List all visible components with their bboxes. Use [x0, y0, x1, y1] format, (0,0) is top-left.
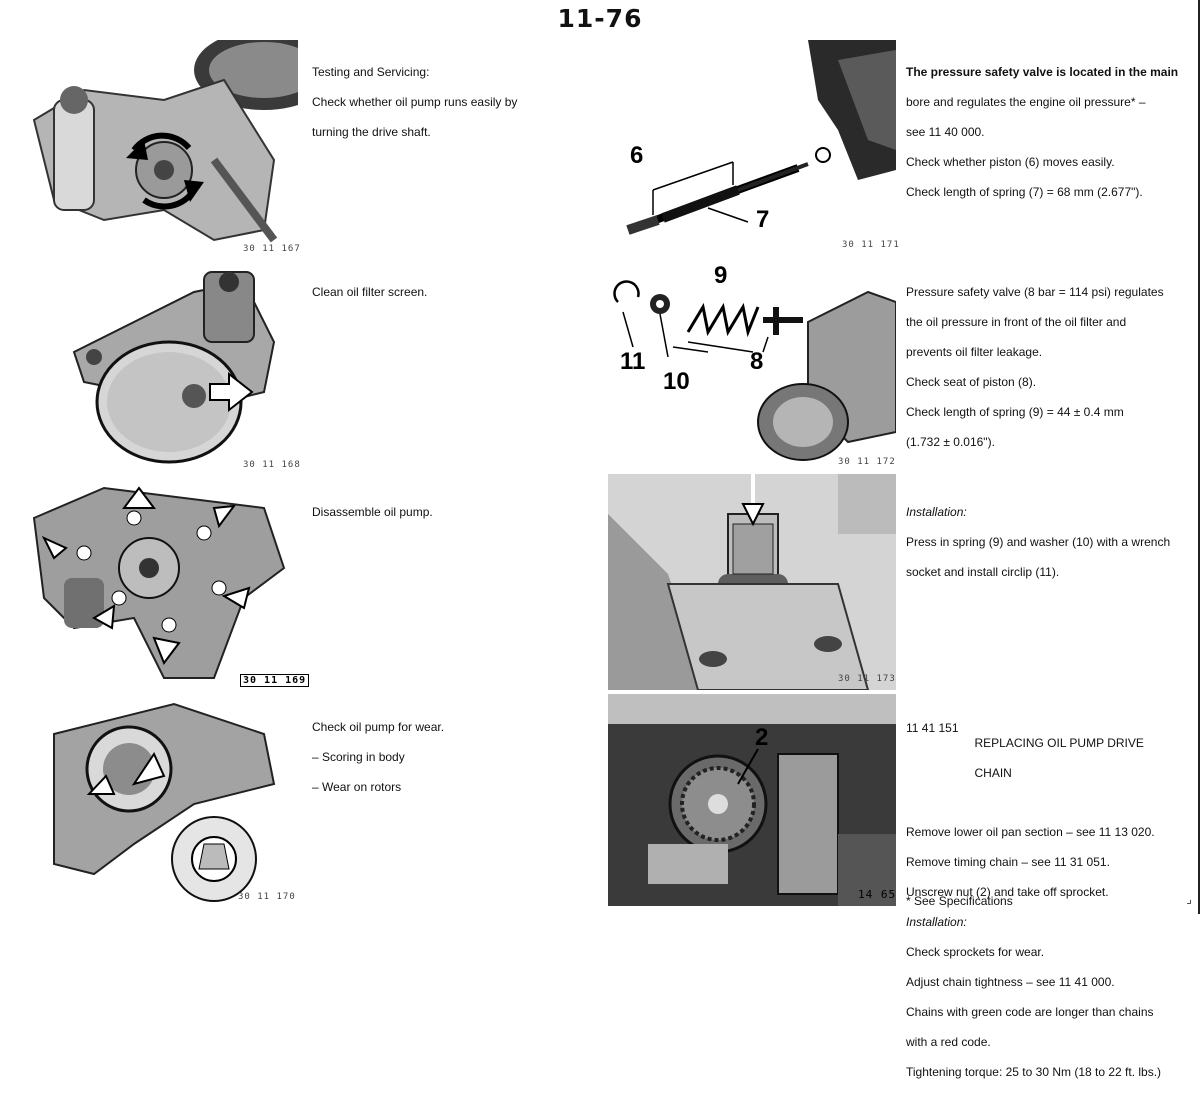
text-line: Tightening torque: 25 to 30 Nm (18 to 22… — [906, 1065, 1162, 1079]
text-line: Check whether piston (6) moves easily. — [906, 155, 1115, 169]
text-line: prevents oil filter leakage. — [906, 345, 1043, 359]
callout-6: 6 — [630, 142, 644, 169]
text-block: Pressure safety valve (8 bar = 114 psi) … — [906, 270, 1192, 465]
text-line: Remove timing chain – see 11 31 051. — [906, 855, 1110, 869]
text-line: turning the drive shaft. — [312, 125, 431, 139]
text-line: Check whether oil pump runs easily by — [312, 95, 518, 109]
text-line: – Scoring in body — [312, 750, 405, 764]
text-block: Installation: Press in spring (9) and wa… — [906, 490, 1196, 595]
callout-8: 8 — [750, 348, 764, 375]
text-line: Check seat of piston (8). — [906, 375, 1037, 389]
text-block: Disassemble oil pump. — [312, 490, 562, 535]
text-line: Remove lower oil pan section – see 11 13… — [906, 825, 1155, 839]
photo-install-spring-washer — [608, 474, 896, 690]
section-title-line: REPLACING OIL PUMP DRIVE — [974, 736, 1144, 750]
text-line: Adjust chain tightness – see 11 41 000. — [906, 975, 1115, 989]
figure-number: 14 65 — [858, 888, 897, 901]
page-corner-mark: ⌟ — [1186, 892, 1192, 906]
text-line: Check length of spring (9) = 44 ± 0.4 mm — [906, 405, 1124, 419]
callout-2: 2 — [755, 724, 769, 751]
text-line: Unscrew nut (2) and take off sprocket. — [906, 885, 1109, 899]
page-edge-rule — [1198, 0, 1200, 914]
installation-subhead: Installation: — [906, 505, 967, 519]
callout-10: 10 — [663, 368, 690, 395]
photo-oil-filter-screen — [14, 262, 298, 472]
text-line: Check sprockets for wear. — [906, 945, 1045, 959]
text-line: Check length of spring (7) = 68 mm (2.67… — [906, 185, 1143, 199]
text-line: Clean oil filter screen. — [312, 285, 428, 299]
text-line: with a red code. — [906, 1035, 991, 1049]
photo-disassemble-oil-pump — [14, 478, 298, 690]
text-line: Disassemble oil pump. — [312, 505, 433, 519]
text-line: The pressure safety valve is located in … — [906, 65, 1179, 79]
text-line: Pressure safety valve (8 bar = 114 psi) … — [906, 285, 1164, 299]
photo-oil-pump-drive-shaft — [14, 40, 298, 258]
text-line: the oil pressure in front of the oil fil… — [906, 315, 1127, 329]
figure-number: 30 11 168 — [243, 460, 301, 470]
figure-number: 30 11 172 — [838, 457, 896, 467]
figure-number: 30 11 167 — [243, 244, 301, 254]
callout-11: 11 — [620, 348, 646, 375]
section-code: 11 41 151 — [906, 721, 959, 735]
section-heading: 11 41 151 REPLACING OIL PUMP DRIVE CHAIN — [906, 721, 1196, 781]
page-number: 11-76 — [557, 4, 643, 33]
text-block: Clean oil filter screen. — [312, 270, 562, 315]
photo-oil-pump-drive-chain: 2 — [608, 694, 896, 906]
text-block: The pressure safety valve is located in … — [906, 50, 1192, 215]
figure-number: 30 11 170 — [238, 892, 296, 902]
diagram-safety-valve-parts: 9 11 10 8 — [608, 262, 896, 470]
text-line: Press in spring (9) and washer (10) with… — [906, 535, 1171, 549]
installation-subhead: Installation: — [906, 915, 967, 929]
text-block: Testing and Servicing: Check whether oil… — [312, 50, 562, 155]
text-line: bore and regulates the engine oil pressu… — [906, 95, 1146, 109]
section-title-line: CHAIN — [974, 766, 1012, 780]
text-line: Check oil pump for wear. — [312, 720, 445, 734]
figure-number: 30 11 169 — [240, 674, 310, 687]
figure-number: 30 11 173 — [838, 674, 896, 684]
text-line: see 11 40 000. — [906, 125, 985, 139]
photo-oil-pump-wear — [14, 694, 298, 904]
text-line: (1.732 ± 0.016"). — [906, 435, 995, 449]
figure-number: 30 11 171 — [842, 240, 900, 250]
callout-7: 7 — [756, 206, 770, 233]
text-line: – Wear on rotors — [312, 780, 402, 794]
text-line: Chains with green code are longer than c… — [906, 1005, 1154, 1019]
text-line: socket and install circlip (11). — [906, 565, 1060, 579]
text-line: Testing and Servicing: — [312, 65, 430, 79]
footnote: * See Specifications — [906, 894, 1013, 908]
text-block: Check oil pump for wear. – Scoring in bo… — [312, 705, 562, 810]
diagram-pressure-safety-valve: 6 7 — [608, 40, 896, 254]
callout-9: 9 — [714, 262, 728, 289]
section-title: REPLACING OIL PUMP DRIVE CHAIN — [975, 721, 1144, 781]
